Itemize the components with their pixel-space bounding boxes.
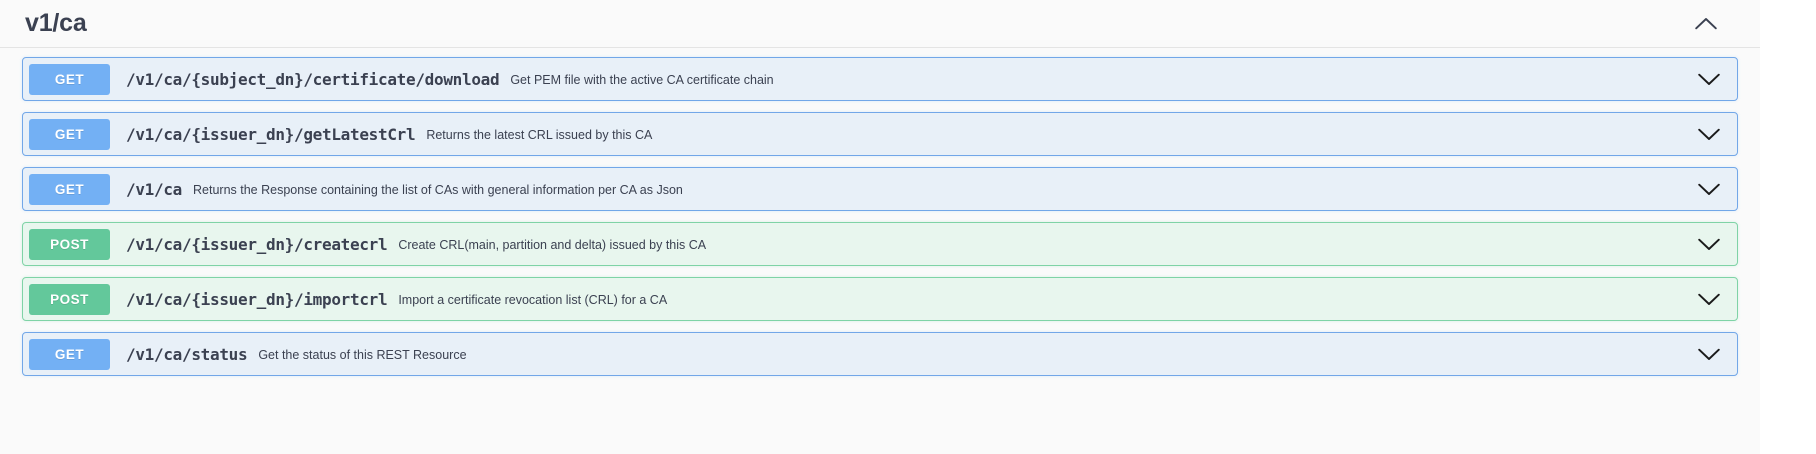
operation-path: /v1/ca/{issuer_dn}/importcrl <box>126 289 388 309</box>
operation-expand-button[interactable] <box>1689 334 1729 374</box>
operation-description: Returns the latest CRL issued by this CA <box>426 128 653 142</box>
operation-path: /v1/ca/{issuer_dn}/getLatestCrl <box>126 124 416 144</box>
method-badge-post: POST <box>29 283 110 315</box>
operation-path: /v1/ca <box>126 179 182 199</box>
operation-description: Get PEM file with the active CA certific… <box>510 73 774 87</box>
operation-description: Returns the Response containing the list… <box>193 183 683 197</box>
method-badge-get: GET <box>29 118 110 150</box>
operation-row[interactable]: GET /v1/ca/{subject_dn}/certificate/down… <box>22 57 1738 101</box>
chevron-up-icon <box>1695 17 1717 30</box>
operation-expand-button[interactable] <box>1689 224 1729 264</box>
chevron-down-icon <box>1698 183 1720 196</box>
method-badge-get: GET <box>29 338 110 370</box>
operation-row[interactable]: POST /v1/ca/{issuer_dn}/createcrl Create… <box>22 222 1738 266</box>
operation-description: Import a certificate revocation list (CR… <box>398 293 668 307</box>
tag-collapse-button[interactable] <box>1685 3 1727 45</box>
operation-row[interactable]: GET /v1/ca/{issuer_dn}/getLatestCrl Retu… <box>22 112 1738 156</box>
operation-description: Create CRL(main, partition and delta) is… <box>398 238 707 252</box>
method-badge-post: POST <box>29 228 110 260</box>
method-badge-get: GET <box>29 173 110 205</box>
operation-row[interactable]: GET /v1/ca/status Get the status of this… <box>22 332 1738 376</box>
chevron-down-icon <box>1698 128 1720 141</box>
opblock-tag-header[interactable]: v1/ca <box>0 0 1760 48</box>
chevron-down-icon <box>1698 293 1720 306</box>
page-title: v1/ca <box>25 9 87 37</box>
opblock-tag-section-v1-ca: v1/ca GET /v1/ca/{subject_dn}/certificat… <box>0 0 1760 376</box>
operation-expand-button[interactable] <box>1689 279 1729 319</box>
operation-row[interactable]: POST /v1/ca/{issuer_dn}/importcrl Import… <box>22 277 1738 321</box>
chevron-down-icon <box>1698 73 1720 86</box>
operation-expand-button[interactable] <box>1689 114 1729 154</box>
operation-path: /v1/ca/{subject_dn}/certificate/download <box>126 69 500 89</box>
operation-expand-button[interactable] <box>1689 59 1729 99</box>
chevron-down-icon <box>1698 238 1720 251</box>
method-badge-get: GET <box>29 63 110 95</box>
operations-list: GET /v1/ca/{subject_dn}/certificate/down… <box>0 48 1760 376</box>
operation-path: /v1/ca/{issuer_dn}/createcrl <box>126 234 388 254</box>
operation-path: /v1/ca/status <box>126 344 248 364</box>
chevron-down-icon <box>1698 348 1720 361</box>
operation-expand-button[interactable] <box>1689 169 1729 209</box>
operation-description: Get the status of this REST Resource <box>258 348 467 362</box>
operation-row[interactable]: GET /v1/ca Returns the Response containi… <box>22 167 1738 211</box>
